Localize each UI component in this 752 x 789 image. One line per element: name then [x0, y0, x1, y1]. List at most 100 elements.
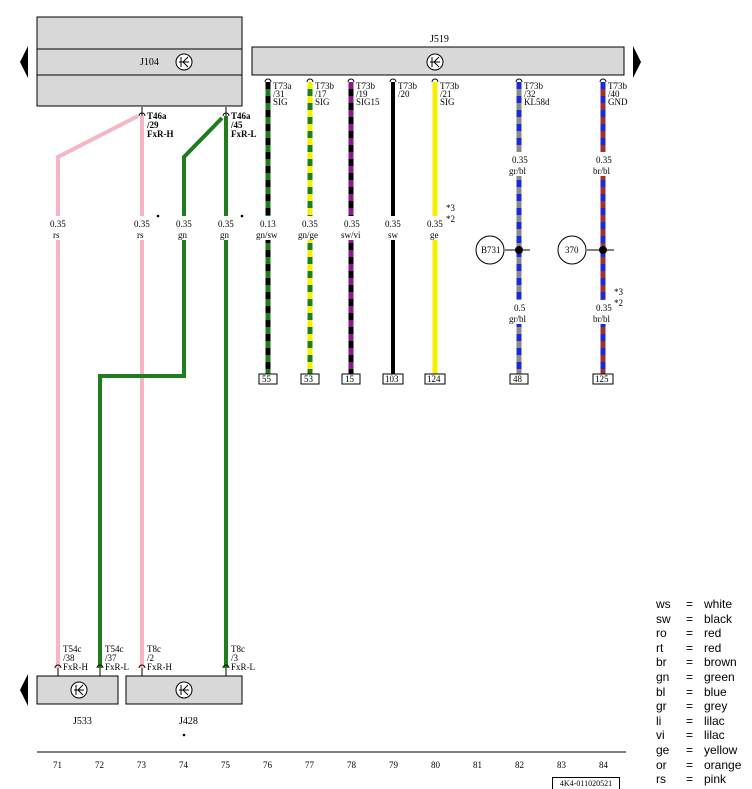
grid-number: 78: [347, 760, 357, 770]
footnote: *3: [614, 287, 624, 297]
wire-ref: 15: [345, 374, 355, 384]
connector-label: T8c: [231, 644, 245, 654]
legend-code: li: [656, 713, 662, 728]
legend-eq: =: [686, 626, 694, 641]
legend-name: white: [704, 597, 733, 611]
wire-size-label: 0.35: [176, 219, 192, 229]
legend-eq: =: [686, 611, 694, 626]
grid-number: 79: [389, 760, 399, 770]
wire-color-label: gr/bl: [509, 166, 526, 176]
legend-row: li=lilac: [656, 714, 752, 729]
connector-label: /32: [524, 89, 536, 99]
legend-name: red: [704, 626, 722, 641]
legend-row: gr = grey: [656, 699, 752, 714]
connector-label: FxR-H: [63, 662, 89, 672]
footnote: *2: [446, 214, 455, 224]
legend-name: yellow: [704, 742, 738, 757]
connector-label: FxR-L: [231, 129, 257, 139]
grid-number: 82: [515, 760, 524, 770]
connector-label: /37: [105, 653, 117, 663]
wire-size-label: 0.35: [50, 219, 66, 229]
connector-label: /20: [398, 89, 410, 99]
legend-eq: =: [686, 772, 694, 787]
connector-label: /19: [356, 89, 368, 99]
b731-label: B731: [481, 245, 501, 255]
connector-label: SIG: [315, 97, 330, 107]
wire-size-label: 0.35: [134, 219, 150, 229]
pin-connector-icon: [264, 78, 272, 83]
legend-name: grey: [704, 699, 728, 714]
grid-number: 73: [137, 760, 147, 770]
pin-connector-icon: [54, 664, 62, 676]
connector-label: T54c: [105, 644, 124, 654]
legend-code: sw: [656, 611, 671, 626]
connection-370: 370: [557, 235, 614, 265]
wire-color-label: gn/sw: [256, 230, 278, 240]
wire-size-label: 0.35: [344, 219, 360, 229]
legend-row: ws = white: [656, 597, 752, 612]
wire-color-label: br/bl: [593, 166, 610, 176]
connector-label: /29: [146, 120, 159, 130]
connector-label: /21: [440, 89, 452, 99]
pin-connector-icon: [138, 664, 146, 676]
pin-connector-icon: [389, 78, 397, 83]
connector-label: FxR-H: [147, 129, 174, 139]
wire-size-label: 0.5: [514, 303, 526, 313]
legend-name: lilac: [704, 713, 725, 728]
legend-code: rt: [656, 640, 664, 655]
grid-number: 84: [599, 760, 609, 770]
legend-code: ws: [656, 597, 671, 611]
pin-connector-icon: [515, 78, 523, 83]
wire-color-label: rs: [53, 230, 60, 240]
wire-ref: 125: [595, 374, 609, 384]
legend-code: ge: [656, 742, 670, 757]
legend-name: green: [704, 669, 735, 684]
wire-ref: 124: [427, 374, 441, 384]
legend-eq: =: [686, 699, 694, 714]
wire-color-label: sw: [388, 230, 399, 240]
wire-71: [56, 114, 139, 668]
legend-row: rt = red: [656, 641, 752, 656]
j533-label: J533: [73, 716, 92, 727]
pin-connector-icon: [599, 78, 607, 83]
wire-size-label: 0.35: [596, 155, 612, 165]
legend-row: br=brown: [656, 655, 752, 670]
wire-ref: 103: [385, 374, 399, 384]
wire-color-label: gn/ge: [298, 230, 318, 240]
pin-connector-icon: [347, 78, 355, 83]
legend-code: vi: [656, 728, 665, 743]
legend-code: gr: [656, 699, 667, 714]
pin-connector-icon: [431, 78, 439, 83]
grid-number: 74: [179, 760, 189, 770]
marker-dot: [182, 733, 186, 737]
legend-eq: =: [686, 640, 694, 655]
legend-row: sw=black: [656, 612, 752, 627]
grid-number: 80: [431, 760, 441, 770]
legend-row: ge=yellow: [656, 743, 752, 758]
wire-74: [98, 116, 224, 668]
pin-connector-icon: [96, 664, 104, 676]
connector-label: T46a: [147, 111, 167, 121]
connector-label: /31: [273, 89, 285, 99]
wire-size-label: 0.35: [427, 219, 443, 229]
legend-eq: =: [686, 757, 694, 772]
control-unit-symbol-icon: [426, 53, 444, 71]
legend-code: rs: [656, 772, 666, 787]
continuation-arrow-left-icon: [20, 674, 28, 706]
legend-eq: =: [686, 597, 694, 611]
legend-code: br: [656, 655, 667, 670]
wire-color-label: rs: [137, 230, 144, 240]
legend-name: red: [704, 640, 722, 655]
j519-module: J519: [251, 34, 625, 76]
connector-label: T73b: [356, 81, 375, 91]
wire-ref: 48: [513, 374, 523, 384]
document-number: 4K4-011020521: [552, 777, 620, 789]
wire-size-label: 0.35: [512, 155, 528, 165]
legend-row: gn=green: [656, 670, 752, 685]
connector-label: T73b: [315, 81, 334, 91]
connector-label: KL58d: [524, 97, 550, 107]
legend-eq: =: [686, 728, 694, 743]
pin-connector-icon: [222, 664, 230, 676]
